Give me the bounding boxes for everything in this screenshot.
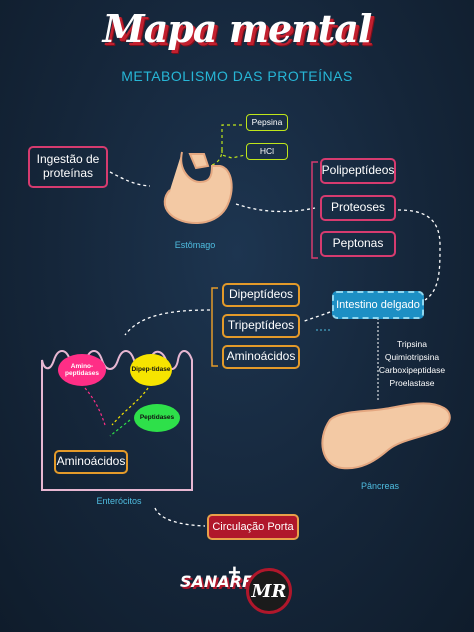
page-subtitle: METABOLISMO DAS PROTEÍNAS <box>121 68 353 84</box>
proteoses-box: Proteoses <box>320 195 396 221</box>
hcl-box: HCl <box>246 143 288 160</box>
aminoacidos-celula-box: Aminoácidos <box>54 450 128 474</box>
enzima-item: Tripsina <box>397 339 427 349</box>
dipeptideos-box: Dipeptídeos <box>222 283 300 307</box>
peptonas-box: Peptonas <box>320 231 396 257</box>
dipeptidase-blob: Dipep-tidase <box>130 354 172 386</box>
plus-sign: + <box>228 560 241 585</box>
estomago-label: Estômago <box>174 240 216 250</box>
peptidases-blob: Peptidases <box>134 404 180 432</box>
ingestao-box: Ingestão de proteínas <box>28 146 108 188</box>
intestino-delgado-box: Intestino delgado <box>332 291 424 319</box>
pancreas-label: Pâncreas <box>360 481 400 491</box>
aminopeptidases-blob: Amino-peptidases <box>58 354 106 386</box>
pepsina-box: Pepsina <box>246 114 288 131</box>
enterocyte-outline <box>41 350 193 491</box>
circulacao-porta-box: Circulação Porta <box>207 514 299 540</box>
enzima-item: Proelastase <box>389 378 435 388</box>
enterocitos-label: Enterócitos <box>96 496 142 506</box>
tripeptideos-box: Tripeptídeos <box>222 314 300 338</box>
aminoacidos-box: Aminoácidos <box>222 345 300 369</box>
mr-logo: MR <box>246 568 292 614</box>
enzima-item: Quimiotripsina <box>384 352 440 362</box>
page-title: Mapa mental <box>102 6 373 51</box>
enzima-item: Carboxipeptidase <box>378 365 446 375</box>
polipeptideos-box: Polipeptídeos <box>320 158 396 184</box>
enzimas-pancreaticas: Tripsina Quimiotripsina Carboxipeptidase… <box>352 338 472 390</box>
